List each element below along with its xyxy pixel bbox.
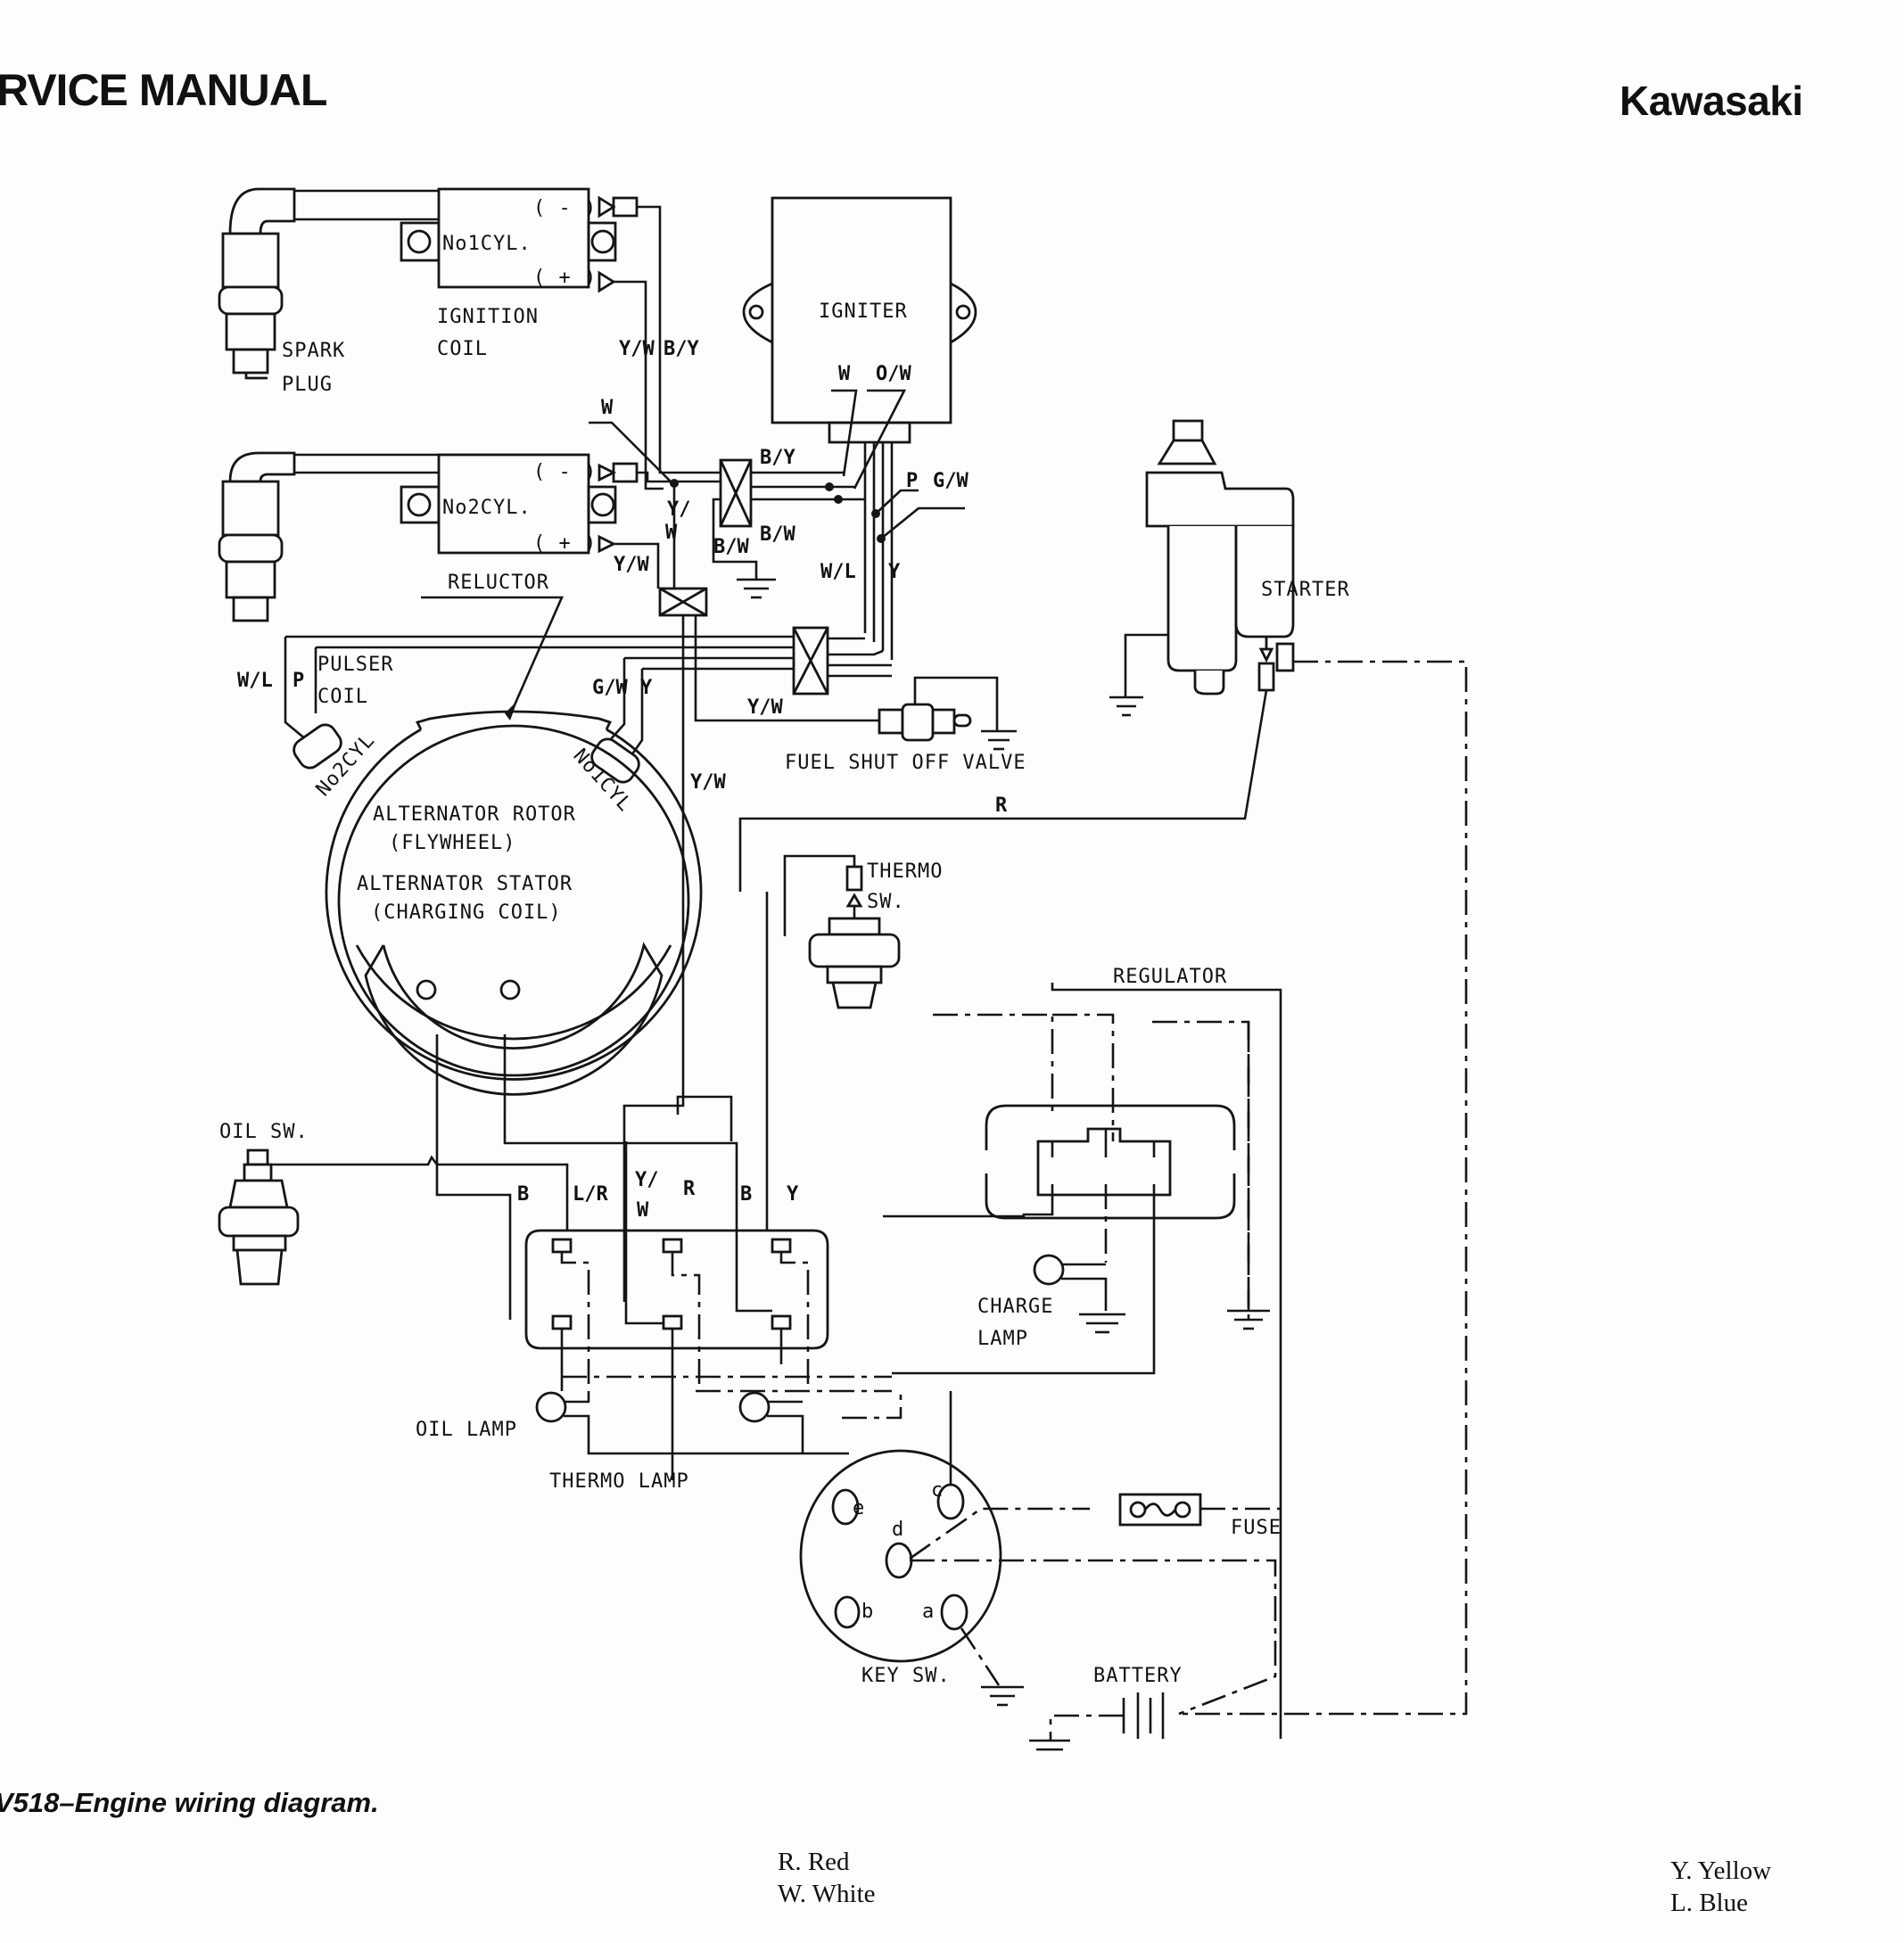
wire-label-by-2: B/Y [760,447,795,469]
thermo-switch-label: THERMO [867,860,943,883]
wire-label-r-2: R [683,1178,696,1200]
wire-label-w-3: W [665,522,678,544]
figure-caption: V518–Engine wiring diagram. [0,1787,379,1818]
lamp-connector [435,892,892,1480]
alternator-rotor-label: ALTERNATOR ROTOR [373,803,576,826]
fuel-valve-label: FUEL SHUT OFF VALVE [785,752,1026,774]
starter-label: STARTER [1261,579,1350,601]
key-switch [799,1391,1277,1716]
battery [1029,1692,1165,1751]
key-terminal-d: d [892,1519,904,1541]
wire-label-y-3: Y [787,1183,799,1206]
connector-3 [792,626,829,696]
wire-label-lr: L/R [573,1183,608,1206]
battery-label: BATTERY [1093,1665,1183,1687]
ignition-coil-label-2: COIL [437,338,488,360]
wire-label-ow: O/W [876,363,911,385]
starter-motor [1109,419,1295,717]
oil-lamp [535,1391,849,1455]
wire-label-by-1: B/Y [664,338,699,360]
spark-plug-1 [218,187,439,380]
charge-lamp-label: CHARGE [977,1296,1053,1318]
plus-terminal-2: ( + ) [533,532,597,555]
charging-coil-label: (CHARGING COIL) [371,902,562,924]
charge-lamp [1033,1254,1125,1334]
wire-label-w-2: W [601,397,614,419]
spark-plug-label: SPARK [282,340,345,362]
wire-label-w: W [838,363,851,385]
minus-terminal-2: ( - ) [533,461,597,483]
brand-name: Kawasaki [1620,78,1803,124]
fuse-label: FUSE [1231,1517,1282,1539]
wire-label-gw-1: G/W [933,470,968,492]
charge-lamp-label-2: LAMP [977,1328,1028,1350]
connector-2 [658,587,708,617]
wire-label-yw-3: Y/W [747,696,783,719]
oil-switch-label: OIL SW. [219,1121,309,1143]
legend-blue: L. Blue [1670,1889,1748,1917]
pulser-coil-label: PULSER [317,654,393,676]
wire-label-gw-2: G/W [592,677,628,699]
legend-red: R. Red [778,1848,850,1876]
no1-cyl-label: No1CYL. [442,233,532,255]
oil-lamp-label: OIL LAMP [416,1419,517,1441]
wire-label-bw-2: B/W [713,536,749,558]
wire-label-yw-5b: W [637,1199,649,1222]
wire-label-yw-4: Y/W [690,771,726,794]
regulator [883,983,1282,1739]
oil-switch [218,1149,569,1286]
wire-label-yw-2: Y/W [614,554,649,576]
thermo-switch [783,854,901,1009]
fuse [1118,1493,1281,1527]
thermo-switch-label-2: SW. [867,891,905,913]
ground-symbol-1 [737,578,776,599]
alternator-stator-label: ALTERNATOR STATOR [357,873,573,895]
thermo-lamp-label: THERMO LAMP [549,1470,689,1493]
color-legend-right: Y. Yellow L. Blue [1670,1855,1771,1919]
ignition-coil-1 [400,187,639,293]
connector-1 [719,458,753,528]
alternator [325,710,703,1115]
wire-label-b-2: B [740,1183,752,1206]
flywheel-label: (FLYWHEEL) [389,832,515,854]
plus-terminal-1: ( + ) [533,267,597,289]
legend-white: W. White [778,1880,876,1908]
igniter-label: IGNITER [819,301,908,323]
key-terminal-e: e [853,1497,865,1519]
key-terminal-a: a [922,1601,935,1623]
ignition-coil-2 [400,453,639,555]
key-switch-label: KEY SW. [861,1665,951,1687]
legend-yellow: Y. Yellow [1670,1857,1772,1885]
wire-label-y-1: Y [888,561,901,583]
wire-label-wl-1: W/L [820,561,856,583]
wire-label-y-2: Y [640,677,653,699]
key-terminal-b: b [861,1601,874,1623]
spark-plug-2 [218,451,439,622]
manual-title: RVICE MANUAL [0,65,327,115]
wire-label-wl-2: W/L [237,670,273,692]
pulser-coil-no2 [293,723,342,770]
wire-label-r-1: R [995,794,1008,817]
wire-label-bw-1: B/W [760,523,795,546]
thermo-lamp [738,1391,903,1453]
color-legend-left: R. Red W. White [778,1846,876,1910]
reluctor-label: RELUCTOR [448,572,549,594]
no2-cyl-label: No2CYL. [442,497,532,519]
wire-label-p-2: P [293,670,304,692]
wire-label-b-1: B [517,1183,529,1206]
spark-plug-label-2: PLUG [282,374,333,396]
wire-label-yw-5a: Y/ [635,1169,659,1191]
wire-label-yw-1: Y/W [619,338,655,360]
ignition-coil-label: IGNITION [437,306,539,328]
fuel-shutoff-valve [878,676,1017,751]
key-terminal-c: c [931,1479,944,1502]
wire-label-p: P [906,470,918,492]
pulser-coil-label-2: COIL [317,686,368,708]
igniter [742,196,977,444]
wire-label-y-slash: Y/ [667,498,691,521]
minus-terminal-1: ( - ) [533,197,597,219]
regulator-label: REGULATOR [1113,966,1227,988]
